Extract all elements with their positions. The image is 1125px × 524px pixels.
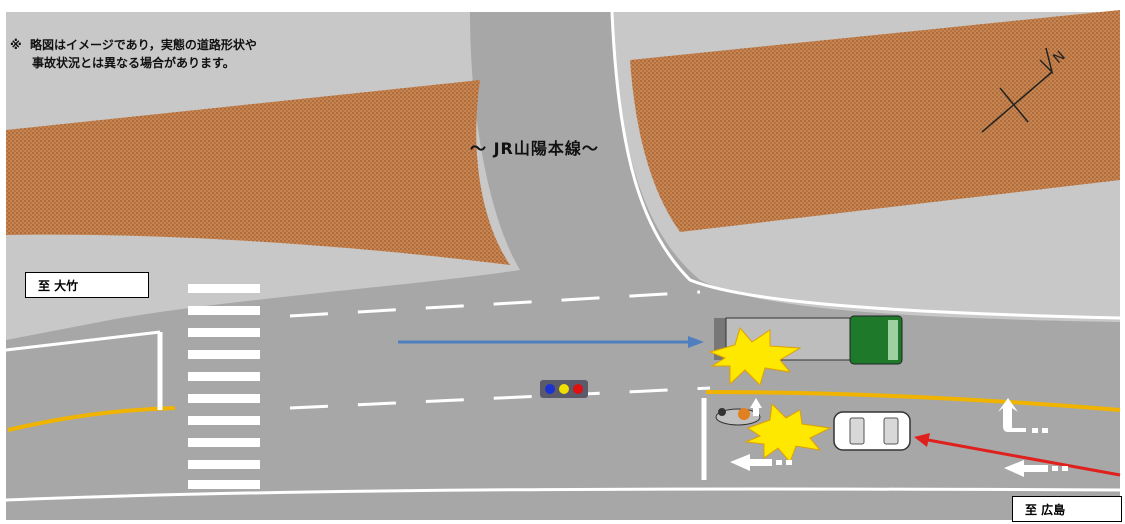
disclaimer-line-2: 事故状況とは異なる場合があります。 xyxy=(10,56,235,70)
car-icon xyxy=(834,412,910,450)
railway-label: ～ JR山陽本線～ xyxy=(470,135,599,159)
direction-label-ohtake: 至 大竹 xyxy=(25,272,149,298)
disclaimer-note: ※ 略図はイメージであり，実態の道路形状や 事故状況とは異なる場合があります。 xyxy=(10,36,257,72)
direction-label-hiroshima: 至 広島 xyxy=(1012,496,1122,522)
traffic-signal-icon xyxy=(540,380,588,398)
disclaimer-line-1: ※ 略図はイメージであり，実態の道路形状や xyxy=(10,38,257,52)
